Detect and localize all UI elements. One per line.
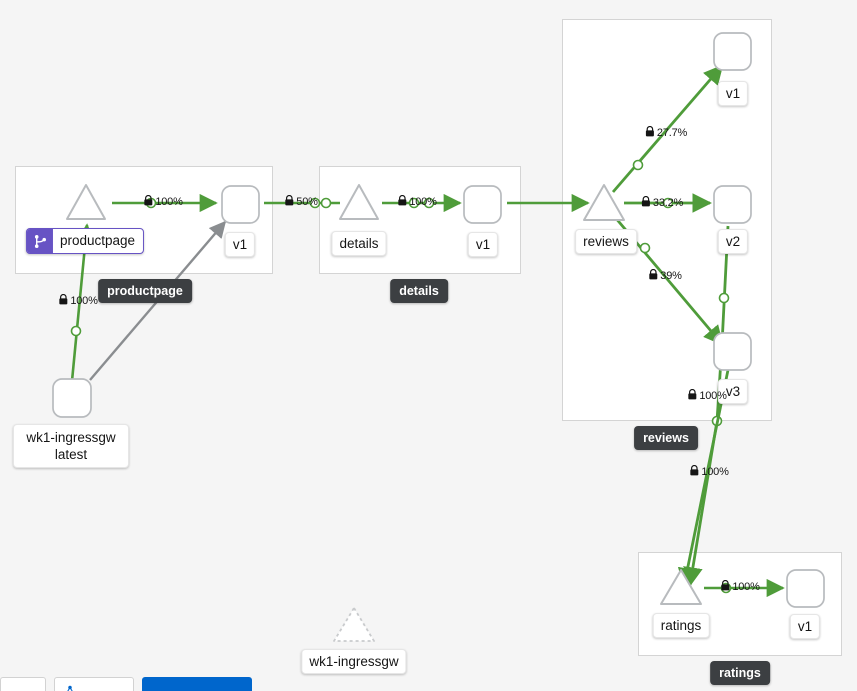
reviews-service-label: reviews (583, 234, 629, 249)
group-badge-productpage-text: productpage (107, 284, 183, 298)
node-label-productpage-service[interactable]: productpage (25, 228, 145, 254)
edge-productpage-v1-to-details[interactable] (264, 197, 340, 209)
details-v1-label: v1 (475, 237, 491, 252)
group-badge-reviews[interactable]: reviews (634, 426, 698, 450)
ingressgw-unused-label: wk1-ingressgw (309, 654, 399, 669)
node-ratings-service[interactable] (660, 569, 702, 605)
reviews-v1-label: v1 (725, 86, 741, 101)
group-badge-reviews-text: reviews (643, 431, 689, 445)
details-service-label: details (339, 236, 379, 251)
toolbar-chip-left[interactable] (0, 677, 46, 691)
edge-reviews-v3-to-ratings[interactable] (677, 369, 730, 588)
productpage-service-label: productpage (59, 233, 136, 248)
node-reviews-v3[interactable] (713, 332, 752, 371)
group-badge-details[interactable]: details (390, 279, 448, 303)
node-label-ratings-service[interactable]: ratings (652, 613, 710, 638)
toolbar-primary-button[interactable] (142, 677, 252, 691)
node-label-productpage-v1[interactable]: v1 (224, 232, 256, 257)
node-reviews-v2[interactable] (713, 185, 752, 224)
node-label-ratings-v1[interactable]: v1 (789, 614, 821, 639)
node-label-details-v1[interactable]: v1 (467, 232, 499, 257)
node-ingressgw-workload[interactable] (52, 378, 92, 418)
ratings-service-label: ratings (660, 618, 702, 633)
node-ratings-v1[interactable] (786, 569, 825, 608)
edge-reviews-to-v1[interactable] (611, 64, 724, 193)
node-details-service[interactable] (339, 184, 379, 220)
edge-details-to-v1[interactable] (382, 193, 462, 213)
node-productpage-service[interactable] (66, 184, 106, 220)
group-badge-details-text: details (399, 284, 439, 298)
ratings-v1-label: v1 (797, 619, 813, 634)
node-label-reviews-v1[interactable]: v1 (717, 81, 749, 106)
node-label-reviews-service[interactable]: reviews (575, 229, 637, 254)
ingressgw-label-line2: latest (54, 447, 88, 462)
node-label-ingressgw-unused[interactable]: wk1-ingressgw (301, 649, 407, 674)
group-badge-ratings-text: ratings (719, 666, 761, 680)
toolbar-chip-graph[interactable] (54, 677, 134, 691)
ingressgw-label-line1: wk1-ingressgw (26, 430, 116, 445)
node-details-v1[interactable] (463, 185, 502, 224)
edge-ratings-to-v1[interactable] (704, 578, 785, 598)
productpage-v1-label: v1 (232, 237, 248, 252)
edge-reviews-to-v2[interactable] (624, 193, 712, 213)
node-label-ingressgw[interactable]: wk1-ingressgw latest (13, 424, 129, 468)
node-reviews-service[interactable] (583, 184, 625, 221)
node-label-reviews-v2[interactable]: v2 (717, 229, 749, 254)
node-ingressgw-unused[interactable] (333, 607, 375, 642)
node-productpage-v1[interactable] (221, 185, 260, 224)
reviews-v2-label: v2 (725, 234, 741, 249)
git-branch-icon (26, 229, 53, 253)
node-reviews-v1[interactable] (713, 32, 752, 71)
edge-productpage-to-v1[interactable] (112, 193, 218, 213)
reviews-v3-label: v3 (725, 384, 741, 399)
bottom-toolbar[interactable] (0, 677, 260, 691)
node-label-details-service[interactable]: details (331, 231, 387, 256)
node-label-reviews-v3[interactable]: v3 (717, 379, 749, 404)
graph-icon (67, 685, 73, 691)
group-badge-productpage[interactable]: productpage (98, 279, 192, 303)
group-badge-ratings[interactable]: ratings (710, 661, 770, 685)
